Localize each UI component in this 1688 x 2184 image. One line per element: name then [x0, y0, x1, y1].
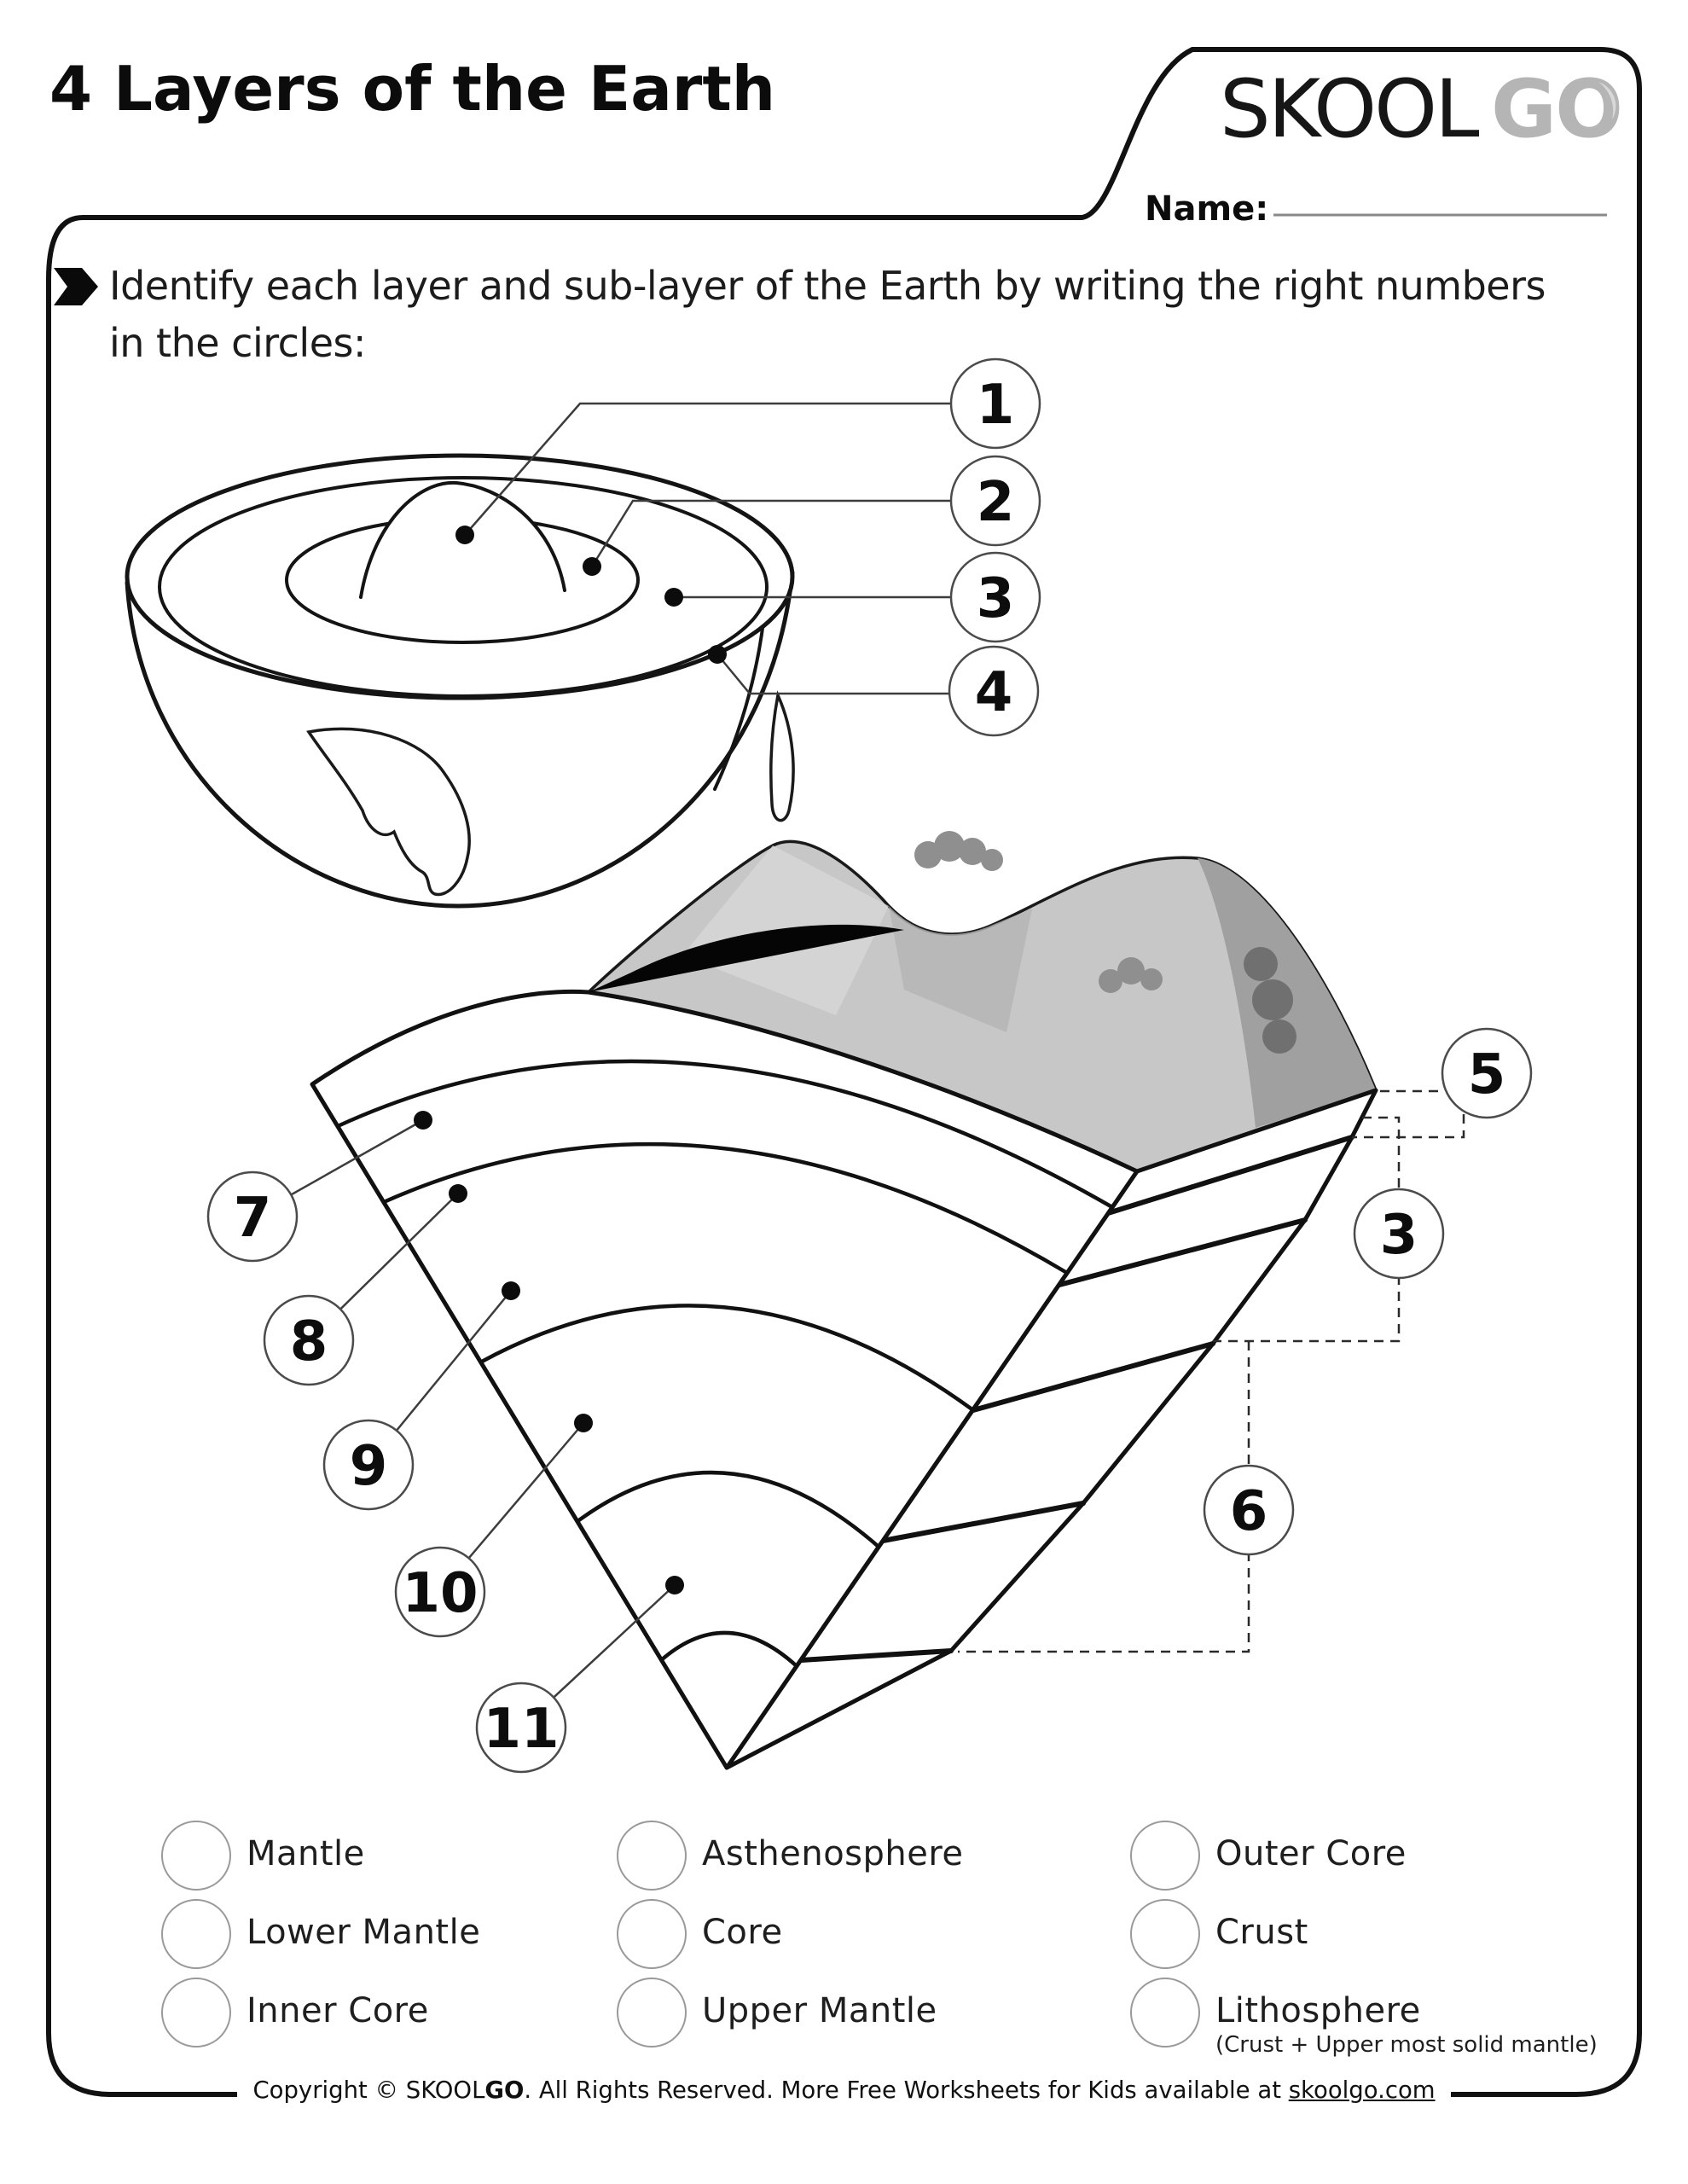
- crust-inner-ellipse: [158, 476, 769, 698]
- callout-4-number: 4: [975, 661, 1013, 724]
- footer-link[interactable]: skoolgo.com: [1288, 2077, 1436, 2104]
- answer-label: Asthenosphere: [702, 1834, 964, 1873]
- instruction-line2: in the circles:: [109, 319, 366, 366]
- dot-layer-11: [665, 1576, 684, 1594]
- lithosphere-note: (Crust + Upper most solid mantle): [1215, 2032, 1598, 2058]
- answer-label: Mantle: [247, 1834, 365, 1873]
- arrow-icon: [54, 268, 98, 305]
- answer-row-asthenosphere: Asthenosphere: [617, 1821, 964, 1891]
- callout-4: [948, 645, 1040, 737]
- dot-layer-7: [414, 1111, 432, 1130]
- answer-label: Crust: [1215, 1913, 1308, 1952]
- callout-10-number: 10: [402, 1562, 478, 1625]
- dot-layer-10: [574, 1414, 593, 1432]
- callout-9: [322, 1419, 415, 1511]
- answer-row-mantle: Mantle: [161, 1821, 365, 1891]
- logo-o-highlight-icon: [1598, 82, 1616, 119]
- callout-6-number: 6: [1230, 1480, 1268, 1543]
- mountain-bush-icons: [914, 831, 1163, 993]
- callout-11-number: 11: [483, 1698, 559, 1761]
- answer-circle-asthenosphere[interactable]: [617, 1821, 687, 1891]
- callout-3w-number: 3: [1380, 1204, 1418, 1267]
- answer-row-crust: Crust: [1130, 1899, 1308, 1969]
- wedge-diagram: [310, 831, 1378, 1770]
- callout-6: [1203, 1464, 1295, 1556]
- answer-row-core: Core: [617, 1899, 783, 1969]
- wedge-dark-crevice: [589, 924, 904, 992]
- callout-3: [949, 551, 1041, 643]
- answer-label: Outer Core: [1215, 1834, 1407, 1873]
- wedge-layer-arcs: [337, 1059, 1114, 1668]
- callout-7: [206, 1170, 299, 1263]
- logo-skool: SKOOL: [1220, 63, 1479, 156]
- answer-label: Inner Core: [247, 1991, 429, 2030]
- answer-row-lower-mantle: Lower Mantle: [161, 1899, 480, 1969]
- callout-8: [263, 1294, 355, 1386]
- wedge-fan-face: [310, 989, 1140, 1770]
- callout-5: [1441, 1027, 1533, 1119]
- callout-8-number: 8: [290, 1310, 328, 1374]
- dot-layer-9: [502, 1281, 520, 1300]
- continent-large: [306, 727, 471, 897]
- dot-inner-core: [455, 526, 474, 544]
- answer-row-upper-mantle: Upper Mantle: [617, 1978, 937, 2048]
- footer-text: Copyright © SKOOL: [252, 2077, 485, 2104]
- callout-3-number: 3: [977, 567, 1015, 630]
- footer: Copyright © SKOOLGO. All Rights Reserved…: [0, 2077, 1688, 2104]
- callout-2: [949, 455, 1041, 547]
- callout-2-number: 2: [977, 471, 1015, 534]
- page-border: [46, 47, 1642, 2097]
- dot-outer-core: [583, 557, 601, 576]
- hemisphere-leaders: [464, 402, 950, 695]
- answer-label: Upper Mantle: [702, 1991, 937, 2030]
- page-title: 4 Layers of the Earth: [49, 53, 775, 125]
- callout-numbers: 1 2 3 4 5 3 6 7 8 9 10 11: [234, 374, 1506, 1761]
- dot-crust: [708, 645, 727, 664]
- mountain-rocks-dark: [1244, 947, 1296, 1054]
- wedge-layer-separators: [798, 1135, 1354, 1663]
- footer-logo-go: GO: [484, 2077, 525, 2104]
- footer-text: . All Rights Reserved. More Free Workshe…: [524, 2077, 1289, 2104]
- instruction-line1: Identify each layer and sub-layer of the…: [109, 263, 1546, 309]
- answer-row-inner-core: Inner Core: [161, 1978, 429, 2048]
- hemisphere-diagram: [125, 453, 795, 909]
- answer-label: Lower Mantle: [247, 1913, 481, 1952]
- answer-circle-core[interactable]: [617, 1899, 687, 1969]
- logo-go: GO: [1491, 63, 1621, 156]
- answer-label: Lithosphere: [1215, 1991, 1421, 2030]
- callout-3-wedge: [1353, 1188, 1445, 1280]
- callout-1: [949, 357, 1041, 450]
- instruction: Identify each layer and sub-layer of the…: [109, 258, 1546, 371]
- answer-circle-lithosphere[interactable]: [1130, 1978, 1200, 2048]
- callout-9-number: 9: [350, 1435, 388, 1498]
- answer-circle-inner-core[interactable]: [161, 1978, 231, 2048]
- dot-layer-8: [449, 1184, 467, 1203]
- mountain-shade-center: [889, 906, 1032, 1032]
- callout-11: [475, 1682, 567, 1774]
- answer-label: Core: [702, 1913, 783, 1952]
- answer-circle-upper-mantle[interactable]: [617, 1978, 687, 2048]
- answer-circle-outer-core[interactable]: [1130, 1821, 1200, 1891]
- callout-1-number: 1: [977, 374, 1015, 437]
- callout-10: [394, 1546, 486, 1638]
- callout-5-number: 5: [1468, 1043, 1506, 1107]
- answer-circle-lower-mantle[interactable]: [161, 1899, 231, 1969]
- continent-small: [769, 690, 795, 822]
- answer-row-lithosphere: Lithosphere (Crust + Upper most solid ma…: [1130, 1978, 1598, 2058]
- wedge-dots: [414, 1111, 684, 1594]
- answer-row-outer-core: Outer Core: [1130, 1821, 1407, 1891]
- callout-7-number: 7: [234, 1187, 272, 1250]
- answer-circle-crust[interactable]: [1130, 1899, 1200, 1969]
- name-label: Name:: [1145, 189, 1269, 229]
- callout-circles: [206, 357, 1533, 1774]
- hemisphere-dots: [455, 526, 727, 664]
- answer-circle-mantle[interactable]: [161, 1821, 231, 1891]
- dot-mantle: [664, 588, 683, 607]
